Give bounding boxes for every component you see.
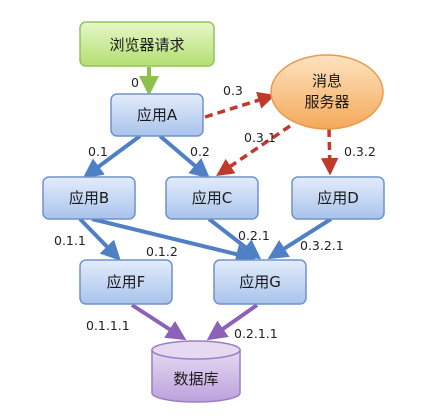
edge-label-f-to-database: 0.1.1.1 [86,318,130,333]
node-app-d: 应用D [291,176,385,220]
edge-b-to-g [91,217,256,264]
node-app-c: 应用C [165,176,259,220]
edge-label-a-to-b: 0.1 [88,144,108,159]
edge-c-to-g [207,217,262,260]
node-database-label: 数据库 [173,370,218,388]
edge-label-a-to-c: 0.2 [190,144,210,159]
node-database: 数据库 [151,340,241,403]
edge-label-d-to-g: 0.3.2.1 [300,238,344,253]
node-browser-request: 浏览器请求 [79,21,215,67]
node-message-service: 消息 服务器 [270,54,384,130]
node-app-g: 应用G [213,259,307,305]
node-app-b-label: 应用B [69,189,109,207]
edge-label-message-to-c: 0.3.1 [244,130,276,145]
edge-f-to-database [130,303,187,341]
node-app-f: 应用F [79,259,173,305]
node-app-a-label: 应用A [137,106,178,124]
node-browser-request-label: 浏览器请求 [109,36,184,54]
node-app-f-label: 应用F [107,273,146,291]
edge-d-to-g [267,217,333,260]
edge-b-to-f [78,217,121,261]
edge-message-to-c [216,124,291,176]
edge-a-to-message [204,91,276,119]
edge-label-message-to-d: 0.3.2 [344,144,376,159]
edge-a-to-c [158,134,211,179]
node-app-d-label: 应用D [317,189,359,207]
edge-a-to-b [82,134,142,179]
node-message-service-line1: 消息 [312,72,342,90]
edge-g-to-database [206,303,259,341]
node-app-b: 应用B [42,176,136,220]
edge-label-g-to-database: 0.2.1.1 [234,326,278,341]
node-app-g-label: 应用G [239,273,281,291]
edge-label-b-to-g: 0.1.2 [146,244,178,259]
edge-label-browser-to-a: 0 [131,75,139,90]
edge-label-a-to-message: 0.3 [223,83,243,98]
node-app-a: 应用A [110,93,204,137]
edge-label-b-to-f: 0.1.1 [54,233,86,248]
edge-message-to-d [320,128,339,176]
node-message-service-line2: 服务器 [304,93,349,111]
edge-label-c-to-g: 0.2.1 [238,228,270,243]
node-app-c-label: 应用C [192,189,232,207]
